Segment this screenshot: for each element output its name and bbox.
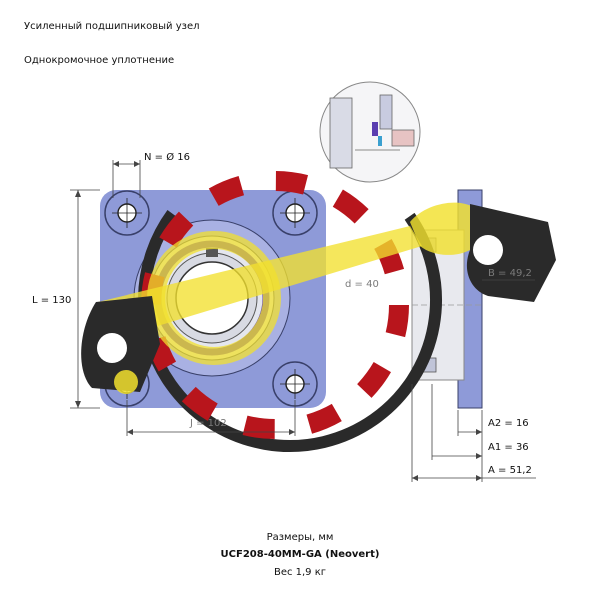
wrench-dark-end <box>466 204 556 302</box>
grease-fitting <box>206 248 218 257</box>
wrench-overlay <box>81 202 556 394</box>
wrench-head <box>410 202 480 255</box>
weight-caption: Вес 1,9 кг <box>273 567 327 578</box>
dimension-lines <box>70 160 536 482</box>
model-caption: UCF208-40MM-GA (Neovert) <box>220 549 380 560</box>
dark-arc <box>138 148 442 452</box>
wrench-hole <box>97 333 127 363</box>
decorative-ring <box>138 148 442 452</box>
wrench-hole <box>473 235 503 265</box>
dim-n-label: N = Ø 16 <box>144 151 190 163</box>
dim-a1-label: A1 = 36 <box>488 442 529 453</box>
dim-j-label: J = 102 <box>189 418 227 429</box>
red-segments <box>141 171 409 439</box>
dim-l-label: L = 130 <box>32 295 71 306</box>
dim-a-label: A = 51,2 <box>488 465 532 476</box>
page-subtitle: Однокромочное уплотнение <box>24 55 175 66</box>
dim-b-label: B = 49,2 <box>488 268 532 279</box>
page-title: Усиленный подшипниковый узел <box>24 21 200 32</box>
wrench-ring <box>147 231 281 365</box>
dimension-arrows <box>75 161 482 481</box>
dim-a2-label: A2 = 16 <box>488 418 529 429</box>
units-caption: Размеры, мм <box>266 532 334 543</box>
seal-detail-inset <box>319 81 421 183</box>
wrench-handle <box>92 226 422 338</box>
dim-d-label: d = 40 <box>345 279 379 290</box>
